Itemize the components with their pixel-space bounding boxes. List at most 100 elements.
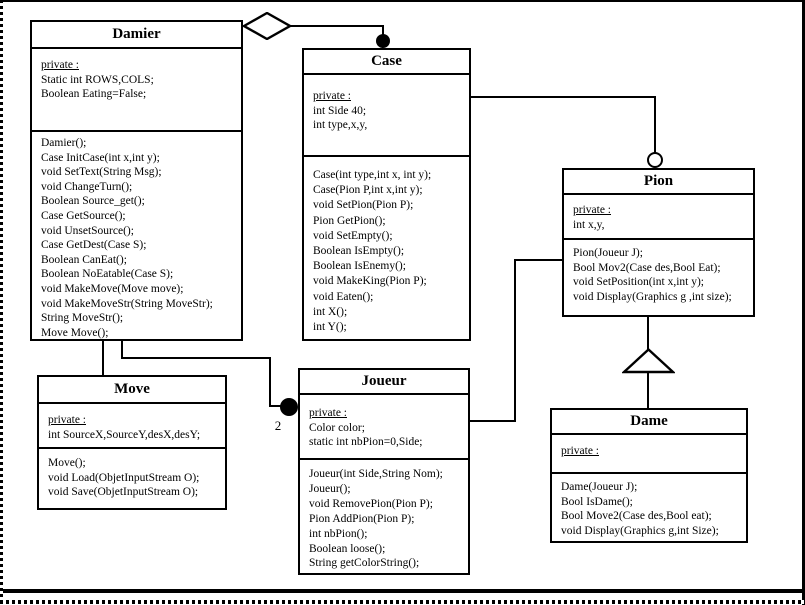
method-line: String MoveStr(); [41,312,124,325]
attribute-line: Boolean Eating=False; [41,88,147,101]
damier-joueur-link-v2 [269,357,271,407]
method-line: void MakeKing(Pion P); [313,275,427,288]
selection-border-left [0,0,3,605]
method-line: void Eaten(); [313,290,374,303]
attribute-line: Static int ROWS,COLS; [41,73,154,86]
method-line: Pion AddPion(Pion P); [309,512,415,525]
method-line: Boolean CanEat(); [41,253,127,266]
method-line: void MakeMoveStr(String MoveStr); [41,297,213,310]
damier-move-link-v [102,341,104,375]
selection-border-bottom [0,600,805,604]
method-line: Pion(Joueur J); [573,247,643,259]
method-line: Case(int type,int x, int y); [313,169,432,181]
private-label: private : [309,407,347,419]
method-line: Joueur(); [309,482,351,495]
class-title: Move [39,377,225,404]
dame-methods-section: Dame(Joueur J); Bool IsDame(); Bool Move… [552,474,746,541]
class-box-move[interactable]: Move private : int SourceX,SourceY,desX,… [37,375,227,510]
method-line: int nbPion(); [309,527,368,540]
class-title: Damier [32,22,241,49]
dame-attributes-section: private : [552,435,746,474]
case-pion-link-v [654,96,656,153]
damier-joueur-link-h [121,357,271,359]
method-line: Pion GetPion(); [313,214,386,227]
method-line: void Load(ObjetInputStream O); [48,471,200,484]
pion-joueur-link-h2 [470,420,515,422]
method-line: Dame(Joueur J); [561,481,638,493]
method-line: void UnsetSource(); [41,224,134,237]
joueur-attributes-section: private : Color color; static int nbPion… [300,395,468,460]
class-box-joueur[interactable]: Joueur private : Color color; static int… [298,368,470,575]
method-line: Damier(); [41,137,87,149]
damier-case-link-v [382,25,384,37]
method-line: void SetPion(Pion P); [313,199,414,212]
attribute-line: int x,y, [573,218,605,231]
method-line: Boolean Source_get(); [41,195,145,208]
private-label: private : [573,204,611,216]
method-line: Bool Mov2(Case des,Bool Eat); [573,261,721,274]
case-attributes-section: private : int Side 40; int type,x,y, [304,75,469,157]
method-line: Case InitCase(int x,int y); [41,151,160,164]
method-line: void MakeMove(Move move); [41,282,184,295]
case-methods-section: Case(int type,int x, int y); Case(Pion P… [304,157,469,339]
pion-joueur-link-h1 [515,259,563,261]
private-label: private : [313,90,351,102]
damier-case-link-h [290,25,383,27]
method-line: Bool Move2(Case des,Bool eat); [561,510,712,523]
damier-methods-section: Damier(); Case InitCase(int x,int y); vo… [32,132,241,340]
multiplicity-label: 2 [274,418,282,433]
class-title: Case [304,50,469,75]
method-line: Boolean loose(); [309,542,386,555]
pion-attributes-section: private : int x,y, [564,195,753,240]
class-title: Dame [552,410,746,435]
composition-ball-icon [280,398,298,416]
method-line: void Save(ObjetInputStream O); [48,486,199,499]
method-line: Boolean IsEmpty(); [313,245,405,258]
method-line: void Display(Graphics g,int Size); [561,524,719,537]
method-line: Bool IsDame(); [561,495,633,508]
composition-ball-icon [376,34,390,48]
method-line: Case(Pion P,int x,int y); [313,184,423,197]
method-line: int X(); [313,305,348,318]
attribute-line: int type,x,y, [313,119,368,132]
attribute-line: int SourceX,SourceY,desX,desY; [48,428,201,441]
method-line: void RemovePion(Pion P); [309,497,433,510]
method-line: void ChangeTurn(); [41,180,133,193]
method-line: Case GetDest(Case S); [41,239,147,252]
class-box-dame[interactable]: Dame private : Dame(Joueur J); Bool IsDa… [550,408,748,543]
class-title: Joueur [300,370,468,395]
pion-dame-link-v1 [647,317,649,350]
move-attributes-section: private : int SourceX,SourceY,desX,desY; [39,404,225,449]
method-line: String getColorString(); [309,557,420,570]
frame-bottom-line [3,589,805,593]
aggregation-diamond-icon [243,12,291,40]
pion-methods-section: Pion(Joueur J); Bool Mov2(Case des,Bool … [564,240,753,315]
pion-dame-link-v2 [647,372,649,408]
method-line: Move Move(); [41,326,109,339]
damier-joueur-link-h2 [269,405,283,407]
class-title: Pion [564,170,753,195]
case-pion-link-h [471,96,656,98]
damier-joueur-link-v1 [121,341,123,359]
method-line: Case GetSource(); [41,209,126,222]
method-line: void SetPosition(int x,int y); [573,276,704,289]
method-line: Move(); [48,457,86,469]
hollow-circle-icon [647,152,663,168]
damier-attributes-section: private : Static int ROWS,COLS; Boolean … [32,49,241,132]
attribute-line: Color color; [309,421,365,434]
attribute-line: int Side 40; [313,104,367,117]
inheritance-triangle-icon [622,348,675,374]
move-methods-section: Move(); void Load(ObjetInputStream O); v… [39,449,225,508]
pion-joueur-link-v [514,259,516,422]
attribute-line: static int nbPion=0,Side; [309,436,423,449]
class-box-pion[interactable]: Pion private : int x,y, Pion(Joueur J); … [562,168,755,317]
method-line: Joueur(int Side,String Nom); [309,468,443,480]
method-line: Boolean IsEnemy(); [313,260,406,273]
private-label: private : [561,445,599,457]
frame-top-line [0,0,805,2]
class-box-case[interactable]: Case private : int Side 40; int type,x,y… [302,48,471,341]
method-line: void Display(Graphics g ,int size); [573,290,732,303]
class-box-damier[interactable]: Damier private : Static int ROWS,COLS; B… [30,20,243,341]
method-line: void SetEmpty(); [313,229,393,242]
